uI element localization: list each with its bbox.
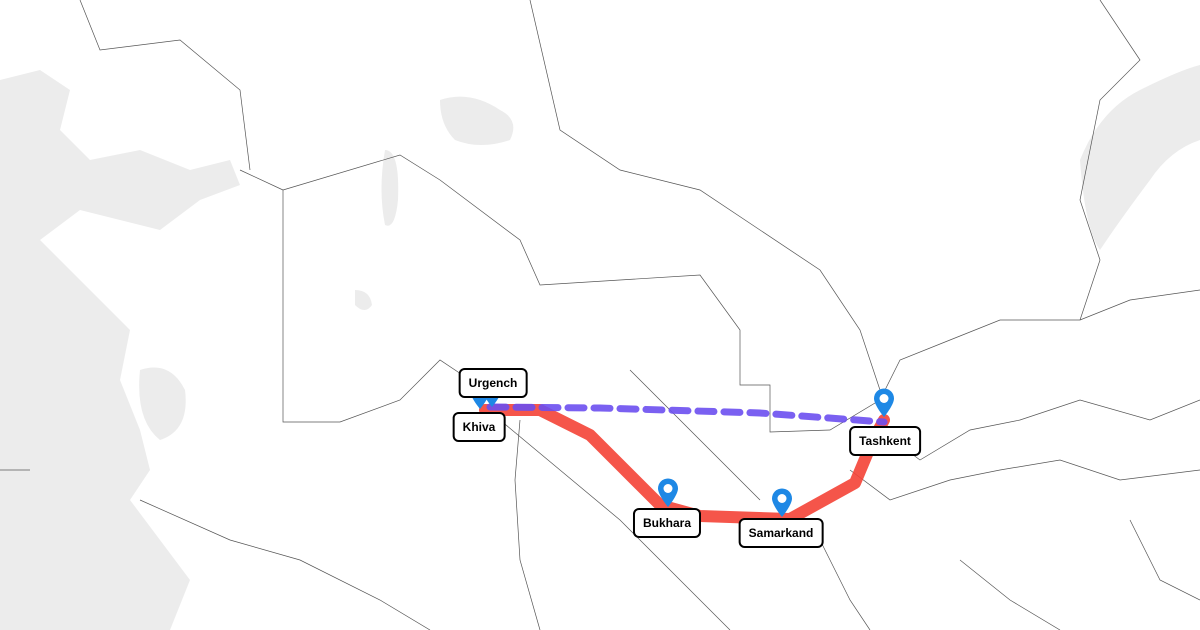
lake-balkhash: [1080, 65, 1200, 250]
caspian-sea: [0, 70, 240, 630]
city-label-urgench[interactable]: Urgench: [458, 368, 528, 398]
flight-route-line[interactable]: [486, 403, 888, 426]
kara-bogaz: [139, 367, 186, 440]
map-pin-icon[interactable]: [657, 478, 679, 508]
map-pin-icon[interactable]: [873, 388, 895, 418]
water-bodies: [0, 65, 1200, 630]
city-label-tashkent[interactable]: Tashkent: [849, 426, 921, 456]
city-label-samarkand[interactable]: Samarkand: [738, 518, 824, 548]
city-label-khiva[interactable]: Khiva: [452, 412, 506, 442]
aral-sea: [381, 96, 514, 226]
map-pin-icon[interactable]: [771, 488, 793, 518]
lake: [355, 290, 372, 310]
city-label-bukhara[interactable]: Bukhara: [632, 508, 702, 538]
